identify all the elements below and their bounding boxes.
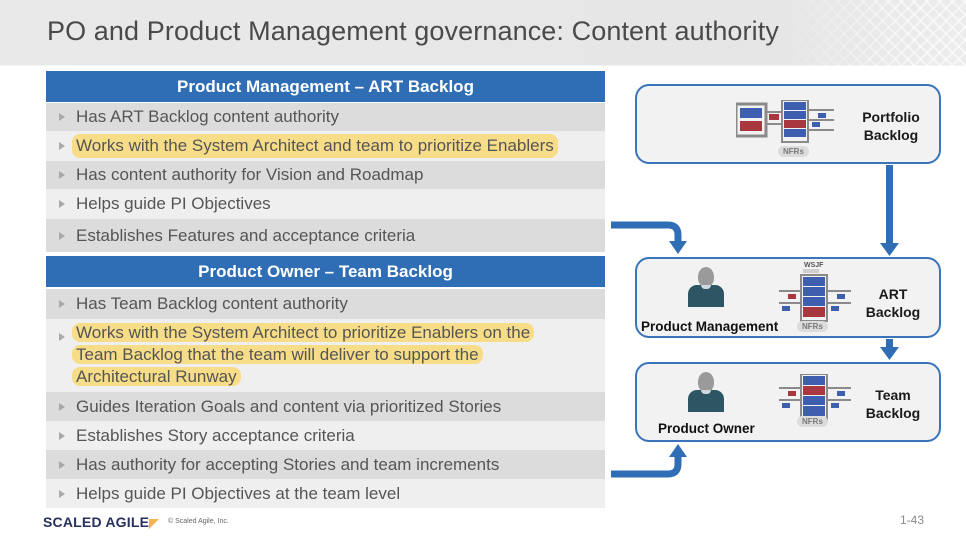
list-item: Helps guide PI Objectives at the team le… <box>46 479 605 508</box>
list-item: Establishes Story acceptance criteria <box>46 421 605 450</box>
list-item: Has Team Backlog content authority <box>46 289 605 319</box>
page-number: 1-43 <box>900 513 925 527</box>
bullet-icon <box>59 231 65 240</box>
team-backlog-box: Product Owner NFRs Team Backlog <box>635 362 941 442</box>
list-item: Has content authority for Vision and Roa… <box>46 161 605 189</box>
bullet-icon <box>59 300 65 308</box>
nfr-badge: NFRs <box>797 321 828 332</box>
product-owner-person-icon <box>688 372 724 412</box>
portfolio-backlog-box: NFRs Portfolio Backlog <box>635 84 941 164</box>
list-item: Establishes Features and acceptance crit… <box>46 219 605 252</box>
highlight: Works with the System Architect to prior… <box>72 322 535 388</box>
bullet-icon <box>59 113 65 121</box>
product-management-header: Product Management – ART Backlog <box>46 71 605 102</box>
bullet-icon <box>59 460 65 469</box>
list-item-highlighted: Works with the System Architect and team… <box>46 131 605 161</box>
bullet-icon <box>59 402 65 411</box>
product-owner-header: Product Owner – Team Backlog <box>46 256 605 287</box>
backlog-icon <box>779 269 851 322</box>
wsjf-label: WSJF <box>804 262 824 269</box>
title-bar: PO and Product Management governance: Co… <box>0 0 966 66</box>
product-owner-role: Product Owner <box>658 421 755 436</box>
nfr-badge: NFRs <box>797 416 828 427</box>
art-backlog-label: ART Backlog <box>865 286 921 320</box>
bullet-icon <box>59 431 65 440</box>
bullet-icon <box>59 200 65 208</box>
list-item: Guides Iteration Goals and content via p… <box>46 392 605 421</box>
team-backlog-label: Team Backlog <box>865 387 921 421</box>
highlight: Works with the System Architect and team… <box>72 134 558 158</box>
list-item: Helps guide PI Objectives <box>46 189 605 219</box>
bullet-icon <box>59 489 65 498</box>
bullet-icon <box>59 333 65 341</box>
arrow-po-list-to-team <box>611 444 687 478</box>
arrow-pm-list-to-art <box>611 221 687 254</box>
nfr-badge: NFRs <box>778 146 809 157</box>
slide-title: PO and Product Management governance: Co… <box>47 16 779 46</box>
product-management-person-icon <box>688 267 724 307</box>
decorative-mesh <box>786 0 966 66</box>
bullet-icon <box>59 171 65 179</box>
list-item-highlighted: Works with the System Architect to prior… <box>46 319 605 392</box>
art-backlog-box: Product Management WSJF NFRs ART Backlog <box>635 257 941 338</box>
scaled-agile-logo: SCALED AGILE◤ <box>43 514 159 530</box>
bullet-icon <box>59 142 65 150</box>
product-management-role: Product Management <box>641 319 779 334</box>
portfolio-backlog-label: Portfolio Backlog <box>862 109 920 143</box>
backlog-icon <box>736 100 834 143</box>
arrow-portfolio-to-art <box>880 165 899 256</box>
logo-mark-icon: ◤ <box>149 516 159 530</box>
arrow-art-to-team <box>880 339 899 360</box>
list-item: Has authority for accepting Stories and … <box>46 450 605 479</box>
copyright: © Scaled Agile, Inc. <box>168 518 229 525</box>
list-item: Has ART Backlog content authority <box>46 103 605 131</box>
